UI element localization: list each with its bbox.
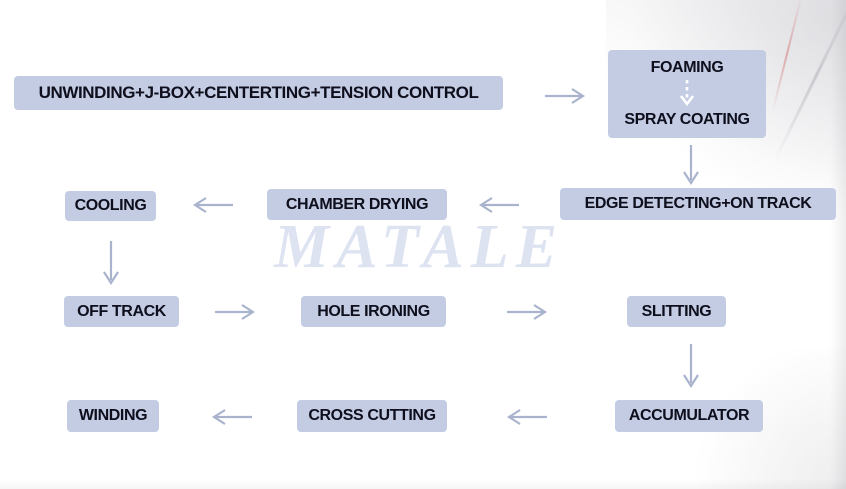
arrow-left-icon (478, 197, 519, 213)
node-unwinding-jbox-centerting-tension-control: UNWINDING+J-BOX+CENTERTING+TENSION CONTR… (14, 76, 503, 110)
node-edge-detecting-on-track: EDGE DETECTING+ON TRACK (560, 188, 836, 220)
page-bottom-edge-shading (0, 479, 846, 489)
corner-red-stem-decoration (771, 0, 803, 113)
node-accumulator: ACCUMULATOR (615, 400, 763, 432)
node-off-track: OFF TRACK (64, 296, 179, 327)
node-chamber-drying: CHAMBER DRYING (267, 189, 447, 220)
dashed-down-arrow-icon (679, 80, 695, 107)
node-cross-cutting: CROSS CUTTING (297, 400, 447, 432)
arrow-left-icon (506, 409, 547, 425)
arrow-left-icon (192, 197, 233, 213)
node-foaming-spray-coating: FOAMING SPRAY COATING (608, 50, 766, 138)
node-hole-ironing: HOLE IRONING (301, 296, 446, 327)
watermark-text: MATALE (274, 213, 565, 281)
arrow-down-icon (103, 241, 119, 286)
arrow-right-icon (507, 304, 548, 320)
corner-streak-decoration (773, 0, 846, 162)
foaming-label: FOAMING (650, 59, 724, 76)
node-winding: WINDING (67, 400, 159, 432)
arrow-left-icon (211, 409, 252, 425)
node-slitting: SLITTING (627, 296, 726, 327)
node-cooling: COOLING (65, 191, 156, 221)
arrow-right-icon (215, 304, 256, 320)
page-right-edge-shading (830, 0, 846, 489)
arrow-down-icon (683, 344, 699, 389)
arrow-down-icon (683, 145, 699, 186)
corner-floral-decoration (606, 0, 846, 300)
spray-coating-label: SPRAY COATING (624, 111, 750, 128)
arrow-right-icon (545, 88, 586, 104)
